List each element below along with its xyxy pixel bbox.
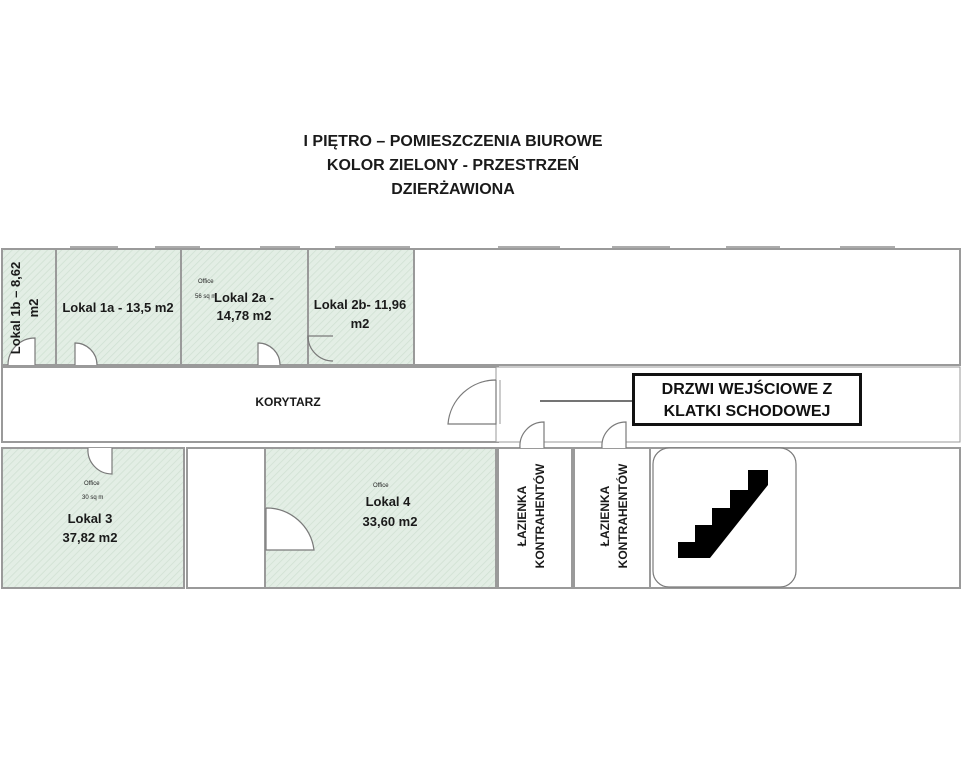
lokal-3-label-line2: 37,82 m2: [63, 530, 118, 545]
entrance-door: [447, 379, 497, 425]
lokal-1a-label: Lokal 1a - 13,5 m2: [62, 300, 173, 315]
door-1b: [7, 337, 36, 366]
door-lokal-3: [87, 447, 113, 475]
plan-title: I PIĘTRO – POMIESZCZENIA BIUROWE KOLOR Z…: [253, 130, 653, 202]
lokal-3-label-line1: Lokal 3: [68, 511, 113, 526]
title-line-2: KOLOR ZIELONY - PRZESTRZEŃ: [326, 157, 580, 174]
title-line-1: I PIĘTRO – POMIESZCZENIA BIUROWE: [303, 133, 603, 150]
lokal-2a-label-line1: Lokal 2a -: [214, 290, 274, 305]
lokal-3-room[interactable]: [1, 447, 185, 589]
bathroom-1-label-line1: ŁAZIENKA: [515, 485, 529, 546]
lokal-3-note-2: 30 sq m: [82, 495, 103, 501]
lokal-3-note-1: Office: [84, 481, 100, 487]
bathroom-2-label-line2: KONTRAHENTÓW: [615, 463, 630, 568]
bottom-doors: [87, 421, 627, 551]
door-2a: [257, 342, 281, 366]
door-lokal-4: [265, 507, 315, 551]
door-2b: [307, 335, 334, 362]
lokal-2b-label-line2: m2: [351, 316, 370, 331]
top-right-room: [413, 248, 961, 366]
shaft-room: [186, 447, 266, 589]
lokal-2b-label-line1: Lokal 2b- 11,96: [314, 297, 407, 312]
lokal-2a-note-2: 56 sq m: [195, 294, 216, 300]
lokal-4-label-line1: Lokal 4: [366, 494, 412, 509]
bathroom-1-label-line2: KONTRAHENTÓW: [532, 463, 547, 568]
lokal-4-label-line2: 33,60 m2: [363, 514, 418, 529]
door-bathroom-2: [601, 421, 627, 449]
door-bathroom-1: [519, 421, 545, 449]
lokal-1b-label-line2: m2: [26, 299, 41, 318]
door-1a: [74, 342, 98, 366]
title-line-3: DZIERŻAWIONA: [391, 181, 515, 198]
lokal-2a-label-line2: 14,78 m2: [217, 308, 272, 323]
callout-line-1: DRZWI WEJŚCIOWE Z: [661, 381, 833, 398]
entrance-callout: DRZWI WEJŚCIOWE Z KLATKI SCHODOWEJ: [632, 373, 862, 426]
lokal-2a-note-1: Office: [198, 279, 214, 285]
bathroom-2-label-line1: ŁAZIENKA: [598, 485, 612, 546]
bottom-wing: [1, 421, 961, 589]
corridor: [1, 366, 499, 443]
lokal-1b-label-line1: Lokal 1b – 8,62: [8, 262, 23, 355]
corridor-label: KORYTARZ: [255, 395, 320, 409]
bathroom-2-room: [573, 447, 651, 589]
top-wing: [1, 246, 961, 366]
callout-line-2: KLATKI SCHODOWEJ: [663, 403, 831, 420]
lokal-4-room[interactable]: [264, 447, 497, 589]
lokal-2a-room[interactable]: [180, 248, 309, 366]
staircase-icon: [678, 470, 768, 558]
top-doors: [7, 335, 334, 366]
lokal-4-note-1: Office: [373, 483, 389, 489]
